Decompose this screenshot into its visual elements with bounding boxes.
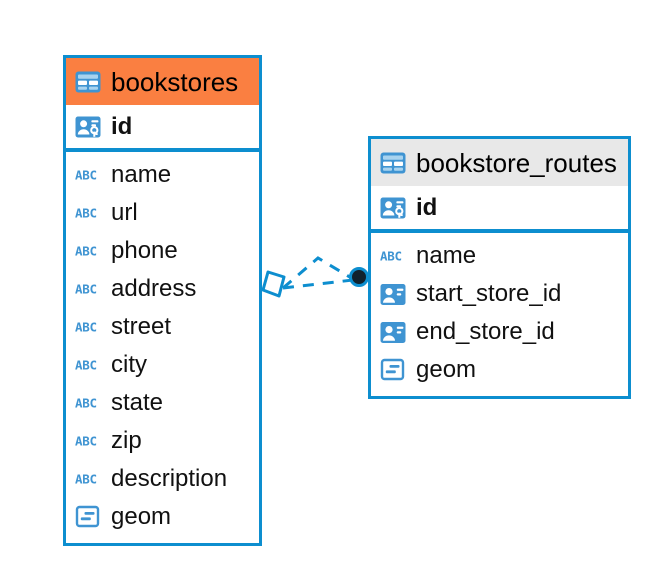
- field-label: zip: [111, 427, 142, 454]
- field-row-geom[interactable]: geom: [371, 351, 628, 389]
- text-type-icon: ABC: [75, 358, 97, 372]
- text-type-icon: ABC: [75, 472, 97, 486]
- svg-text:ABC: ABC: [75, 320, 97, 334]
- field-label: address: [111, 275, 197, 302]
- geometry-type-icon: [380, 358, 405, 381]
- geometry-type-icon: [75, 505, 100, 528]
- field-label: geom: [416, 356, 477, 383]
- field-label: start_store_id: [416, 280, 562, 307]
- primary-key-icon: [75, 116, 101, 137]
- text-type-icon: ABC: [75, 434, 97, 448]
- field-label: name: [416, 242, 477, 269]
- field-row-start-store-id[interactable]: start_store_id: [371, 275, 628, 313]
- svg-text:ABC: ABC: [75, 168, 97, 182]
- svg-text:ABC: ABC: [75, 358, 97, 372]
- entity-title-bookstore-routes: bookstore_routes: [416, 147, 617, 178]
- entity-header-bookstores[interactable]: bookstores: [66, 58, 259, 105]
- field-label-id: id: [111, 112, 133, 140]
- text-type-icon: ABC: [380, 249, 402, 263]
- text-type-icon: ABC: [75, 320, 97, 334]
- field-row-end-store-id[interactable]: end_store_id: [371, 313, 628, 351]
- field-row-city[interactable]: ABC city: [66, 346, 259, 384]
- primary-key-icon: [380, 197, 406, 218]
- field-row-zip[interactable]: ABC zip: [66, 422, 259, 460]
- svg-text:ABC: ABC: [380, 249, 402, 263]
- field-label: description: [111, 465, 228, 492]
- svg-text:ABC: ABC: [75, 434, 97, 448]
- field-row-url[interactable]: ABC url: [66, 194, 259, 232]
- table-grid-icon: [75, 71, 101, 92]
- svg-text:ABC: ABC: [75, 472, 97, 486]
- field-row-name[interactable]: ABC name: [371, 237, 628, 275]
- field-list-bookstores: ABC name ABC url ABC phone AB: [66, 152, 259, 542]
- diamond-marker: [261, 270, 286, 298]
- field-row-primary-key[interactable]: id: [371, 186, 628, 233]
- svg-text:ABC: ABC: [75, 396, 97, 410]
- table-grid-icon: [380, 152, 406, 173]
- field-row-state[interactable]: ABC state: [66, 384, 259, 422]
- entity-title-bookstores: bookstores: [111, 66, 239, 97]
- svg-text:ABC: ABC: [75, 206, 97, 220]
- circle-endpoint: [349, 267, 369, 287]
- field-row-phone[interactable]: ABC phone: [66, 232, 259, 270]
- field-row-description[interactable]: ABC description: [66, 460, 259, 498]
- field-row-primary-key[interactable]: id: [66, 105, 259, 152]
- field-row-geom[interactable]: geom: [66, 498, 259, 536]
- svg-text:ABC: ABC: [75, 282, 97, 296]
- field-list-bookstore-routes: ABC name start_store_id: [371, 233, 628, 395]
- text-type-icon: ABC: [75, 206, 97, 220]
- svg-text:ABC: ABC: [75, 244, 97, 258]
- field-label-id: id: [416, 193, 438, 221]
- field-label: city: [111, 351, 147, 378]
- field-row-name[interactable]: ABC name: [66, 156, 259, 194]
- field-label: name: [111, 161, 172, 188]
- text-type-icon: ABC: [75, 282, 97, 296]
- field-label: url: [111, 199, 138, 226]
- field-row-address[interactable]: ABC address: [66, 270, 259, 308]
- field-label: phone: [111, 237, 178, 264]
- field-row-street[interactable]: ABC street: [66, 308, 259, 346]
- field-label: state: [111, 389, 164, 416]
- field-label: street: [111, 313, 172, 340]
- field-label: geom: [111, 503, 172, 530]
- text-type-icon: ABC: [75, 168, 97, 182]
- relationship-line-lower: [282, 278, 354, 290]
- foreign-key-icon: [380, 283, 406, 305]
- entity-header-bookstore-routes[interactable]: bookstore_routes: [371, 139, 628, 186]
- field-label: end_store_id: [416, 318, 555, 345]
- relationship-line-upper: [282, 256, 354, 290]
- text-type-icon: ABC: [75, 244, 97, 258]
- text-type-icon: ABC: [75, 396, 97, 410]
- entity-table-bookstores[interactable]: bookstores id ABC name: [63, 55, 262, 546]
- foreign-key-icon: [380, 321, 406, 343]
- entity-table-bookstore-routes[interactable]: bookstore_routes id ABC name: [368, 136, 631, 399]
